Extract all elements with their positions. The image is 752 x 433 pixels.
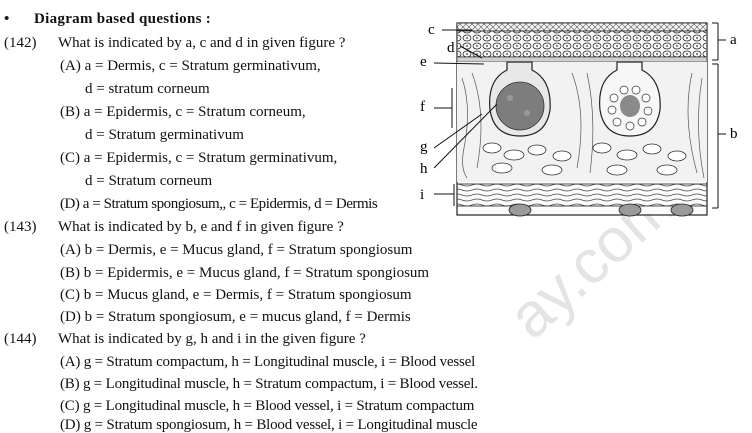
section-bullet: • <box>4 11 10 27</box>
option: (B) g = Longitudinal muscle, h = Stratum… <box>60 376 478 392</box>
label-e: e <box>420 54 427 70</box>
question-text: What is indicated by g, h and i in the g… <box>58 331 366 347</box>
label-c: c <box>428 22 435 38</box>
option: (C) a = Epidermis, c = Stratum germinati… <box>60 150 338 166</box>
option: (A) a = Dermis, c = Stratum germinativum… <box>60 58 321 74</box>
question-number: (142) <box>4 35 37 51</box>
option: (B) b = Epidermis, e = Mucus gland, f = … <box>60 265 430 281</box>
question-number: (144) <box>4 331 37 347</box>
stratum-corneum <box>456 22 708 32</box>
stratum-germinativum <box>456 56 708 63</box>
option: (A) b = Dermis, e = Mucus gland, f = Str… <box>60 242 413 258</box>
blood-vessels <box>508 203 694 217</box>
spongy-cells <box>482 142 687 176</box>
mucus-gland <box>489 61 551 137</box>
label-leaders <box>433 22 726 209</box>
label-i: i <box>420 187 424 203</box>
option: (A) g = Stratum compactum, h = Longitudi… <box>60 354 476 370</box>
option: (D) a = Stratum spongiosum,, c = Epiderm… <box>60 196 378 212</box>
skin-section-diagram: c d e f g h i a b <box>420 22 738 217</box>
question-number: (143) <box>4 219 37 235</box>
stratum-compactum <box>456 183 708 207</box>
mucus-gland <box>599 61 661 137</box>
option-continuation: d = Stratum corneum <box>85 173 213 189</box>
option: (C) g = Longitudinal muscle, h = Blood v… <box>60 398 475 414</box>
option: (C) b = Mucus gland, e = Dermis, f = Str… <box>60 287 412 303</box>
option: (B) a = Epidermis, c = Stratum corneum, <box>60 104 306 120</box>
label-g: g <box>420 139 428 155</box>
option-continuation: d = Stratum germinativum <box>85 127 244 143</box>
option-continuation: d = stratum corneum <box>85 81 210 97</box>
label-b: b <box>730 126 738 142</box>
epidermis-layer <box>456 30 708 58</box>
question-text: What is indicated by a, c and d in given… <box>58 35 346 51</box>
section-title: Diagram based questions : <box>34 11 212 27</box>
label-d: d <box>447 40 455 56</box>
label-a: a <box>730 32 737 48</box>
label-h: h <box>420 161 428 177</box>
option: (D) g = Stratum spongiosum, h = Blood ve… <box>60 417 478 433</box>
label-f: f <box>420 99 425 115</box>
connective-fibers <box>461 72 705 179</box>
option: (D) b = Stratum spongiosum, e = mucus gl… <box>60 309 411 325</box>
question-text: What is indicated by b, e and f in given… <box>58 219 344 235</box>
